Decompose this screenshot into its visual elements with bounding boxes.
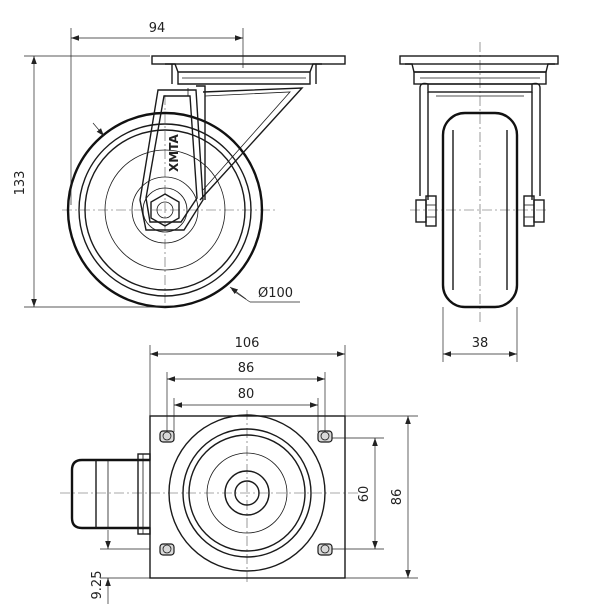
brand-mark: XMTA [167,134,181,172]
axle-nut [150,193,180,227]
mounting-plate [149,415,346,579]
dim-offset: 9.25 [90,530,150,604]
dim-label-60: 60 [357,486,372,503]
dim-plate-width: 106 [149,336,346,416]
dim-label-38: 38 [472,336,489,351]
side-view: XMTA [62,55,346,309]
dim-label-d100: Ø100 [258,286,293,301]
dim-hole-spacing-inner: 80 [173,387,319,432]
dim-hole-spacing-outer: 86 [166,361,326,432]
dim-label-9-25: 9.25 [90,571,105,600]
dim-label-86-vertical: 86 [390,489,405,506]
dim-top-width: 94 [70,21,244,205]
dim-plate-height: 86 [345,415,418,579]
front-wheel [441,111,519,309]
dim-total-height: 133 [13,55,165,308]
dim-wheel-width: 38 [442,307,518,362]
dim-hole-spacing-vertical: 60 [332,437,384,550]
dim-label-86-horizontal: 86 [238,361,255,376]
dim-label-106: 106 [235,336,260,351]
dim-label-133: 133 [13,171,28,196]
front-view [399,42,559,322]
dim-label-94: 94 [149,21,166,36]
top-view [60,410,360,585]
dim-wheel-diameter: Ø100 [229,286,300,303]
dim-label-80: 80 [238,387,255,402]
